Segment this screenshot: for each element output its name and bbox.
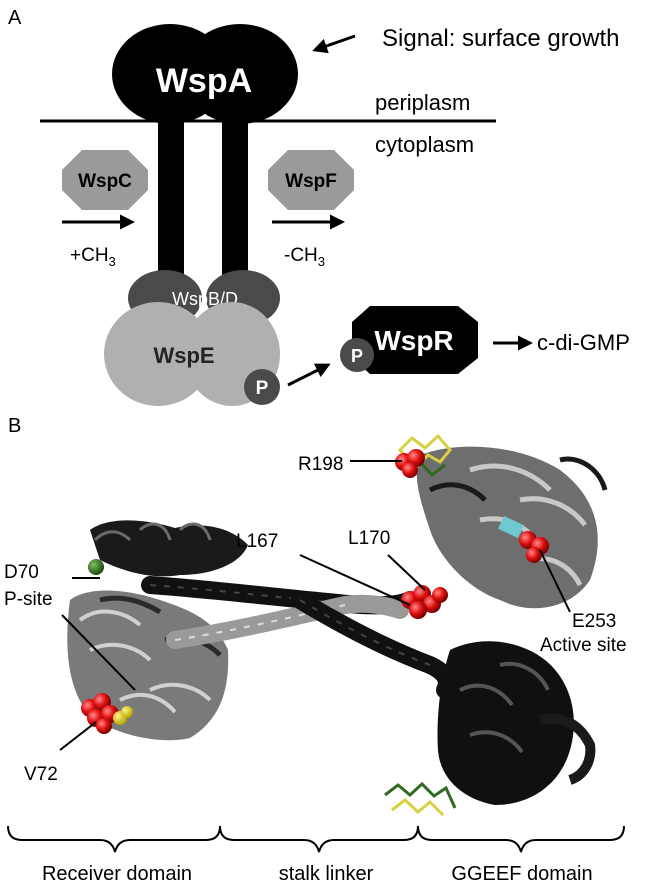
wspa-label: WspA [156,62,252,100]
panel-a-label: A [8,7,22,29]
wspa-head-right [182,24,298,124]
phosphotransfer-arrow [287,363,331,387]
cytoplasm-label: cytoplasm [375,132,474,157]
l167-label: L167 [236,531,278,552]
wspe-lobe-left [104,302,212,406]
periplasm-label: periplasm [375,90,470,115]
product-label: c-di-GMP [537,330,630,355]
stalk-linker-label: stalk linker [279,863,374,885]
methyl-remove-label: -CH3 [284,245,325,269]
r198-label: R198 [298,454,343,475]
receiver-domain-label: Receiver domain [42,863,192,885]
signal-label: Signal: surface growth [382,25,619,52]
psite-label: P-site [4,589,53,610]
ggeef-domain-lower [437,641,596,805]
ggeef-domain-label: GGEEF domain [451,863,592,885]
e253-leader [539,549,571,613]
active-site-label: Active site [540,635,627,656]
ggeef-brace [417,825,625,853]
residue-e253-spheres [519,531,549,563]
residue-l170-spheres [401,585,448,619]
wspr-phosphate [340,338,374,372]
wspr-label: WspR [374,325,453,356]
wspc-label: WspC [78,171,132,192]
panel-b-label: B [8,415,21,437]
v72-label: V72 [24,764,58,785]
ggeef-domain-upper [416,446,608,609]
psite-leader [61,614,136,691]
d70-label: D70 [4,562,39,583]
l170-label: L170 [348,528,390,549]
wspr-octagon [352,306,478,374]
wspr-phosphate-label: P [351,346,363,366]
cyan-ligand [498,516,524,538]
l170-leader [387,554,426,591]
residue-r198-spheres [395,449,425,478]
d70-sphere [88,559,104,575]
stalk-brace [219,825,419,853]
wspf-label: WspF [285,171,337,192]
wspa-receptor: WspA [112,24,298,295]
e253-label: E253 [572,611,616,632]
methyl-add-label: +CH3 [70,245,116,269]
wspf-octagon [268,150,354,210]
panel-a: A WspA periplasm cytoplasm Signal: surfa… [8,7,630,406]
ligand-lower [384,781,457,817]
panel-b: B [4,415,627,885]
v72-leader [59,721,97,751]
l167-leader [299,554,411,606]
wspe-phosphate [244,369,280,405]
wspc-octagon [62,150,148,210]
receiver-brace [7,825,221,853]
wspe-phosphate-label: P [256,378,269,399]
signal-arrow [312,34,356,54]
wspe-label: WspE [153,343,214,368]
residue-v72-spheres [81,693,133,734]
